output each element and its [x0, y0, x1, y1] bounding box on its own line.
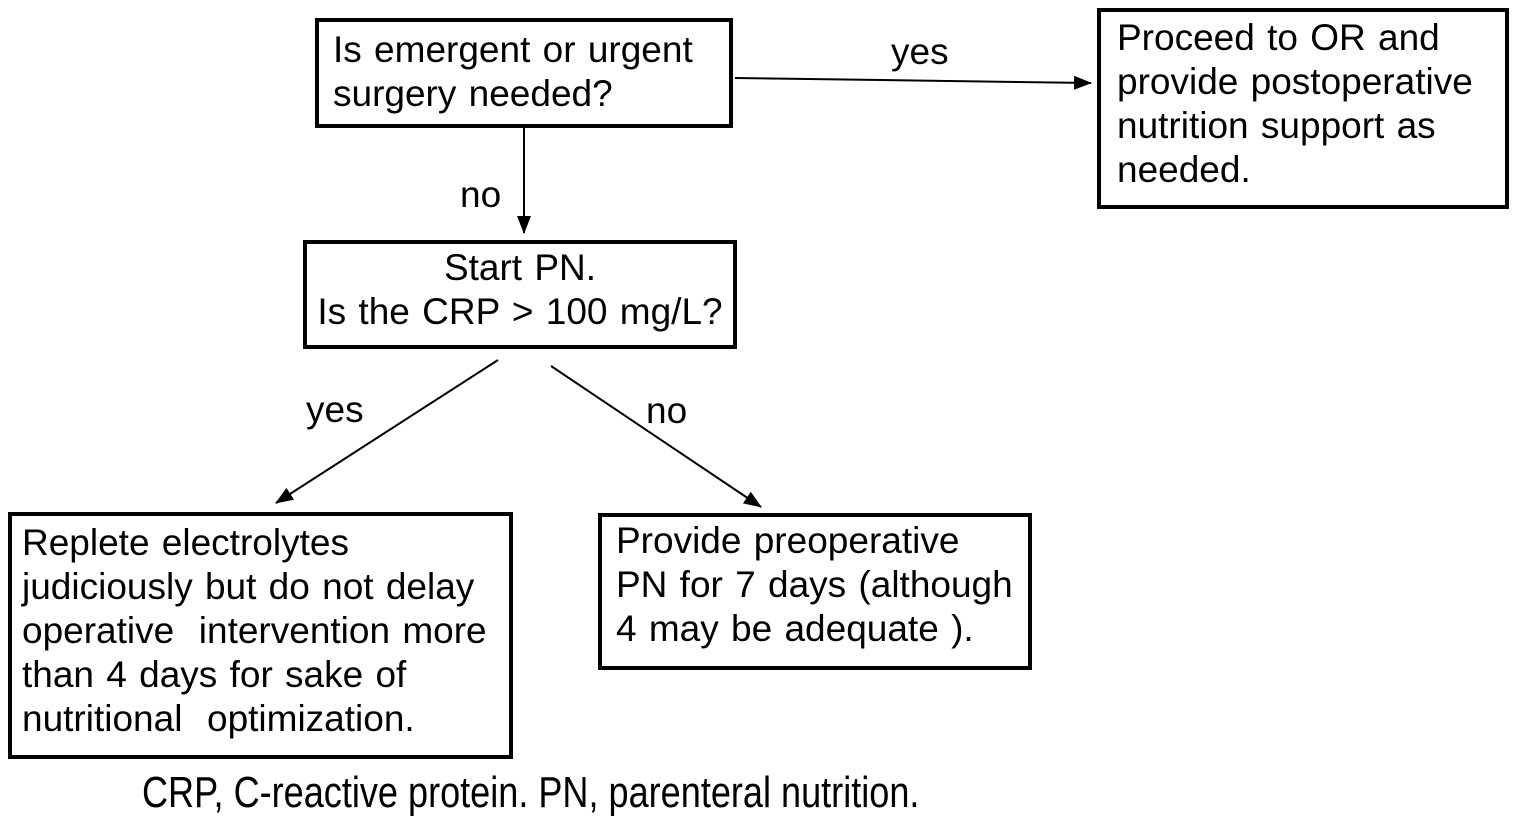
edge-label-crp-yes: yes [306, 389, 364, 430]
node-text-line: Is the CRP > 100 mg/L? [317, 291, 723, 332]
node-proceed-to-or: Proceed to OR and provide postoperative … [1097, 8, 1509, 209]
edge-label-surgery-no: no [460, 174, 502, 215]
node-replete-electrolytes: Replete electrolytes judiciously but do … [8, 512, 513, 759]
node-text-line: nutrition support as [1117, 105, 1436, 146]
edge-label-crp-no: no [646, 390, 688, 431]
arrow-surgery-yes [734, 75, 1092, 90]
node-text-line: needed. [1117, 149, 1251, 190]
footnote-abbreviations: CRP, C-reactive protein. PN, parenteral … [142, 768, 920, 817]
node-text-line: provide postoperative [1117, 61, 1473, 102]
node-start-pn-crp-question: Start PN. Is the CRP > 100 mg/L? [303, 240, 737, 349]
node-text-line: Replete electrolytes [22, 522, 349, 563]
edge-label-surgery-yes: yes [891, 31, 949, 72]
node-text-line: judiciously but do not delay [22, 566, 475, 607]
node-text-line: surgery needed? [333, 73, 613, 114]
node-text-line: than 4 days for sake of [22, 654, 407, 695]
node-text-line: Is emergent or urgent [333, 29, 693, 70]
node-text-line: nutritional optimization. [22, 698, 415, 739]
node-text-line: operative intervention more [22, 610, 487, 651]
node-text-line: Proceed to OR and [1117, 17, 1440, 58]
node-text-line: 4 may be adequate ). [616, 608, 974, 649]
arrow-crp-yes [275, 359, 499, 504]
node-urgent-surgery-question: Is emergent or urgent surgery needed? [315, 18, 733, 128]
node-text-line: PN for 7 days (although [616, 564, 1013, 605]
node-text-line: Start PN. [443, 247, 597, 288]
node-text-line: Provide preoperative [616, 520, 960, 561]
arrow-crp-no [550, 365, 762, 508]
node-preoperative-pn: Provide preoperative PN for 7 days (alth… [598, 513, 1032, 670]
